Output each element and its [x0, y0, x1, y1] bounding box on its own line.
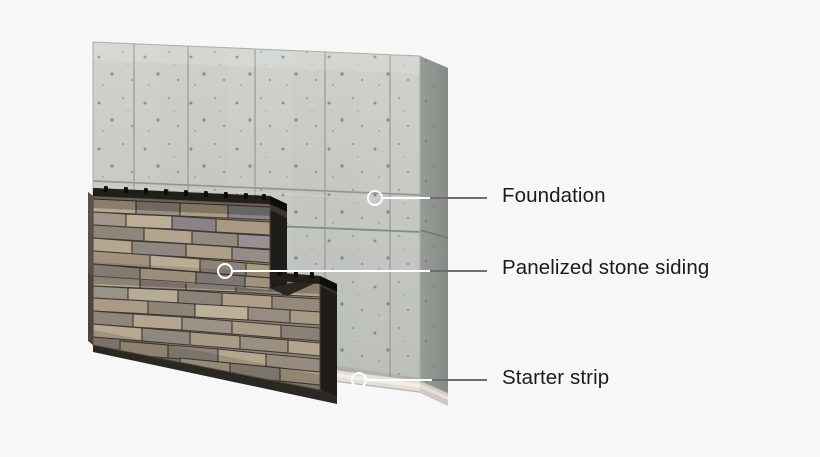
callout-label-panelized-stone-siding: Panelized stone siding	[502, 256, 710, 279]
callout-label-foundation: Foundation	[502, 184, 606, 207]
circle-marker-icon-siding	[217, 263, 233, 279]
circle-marker-icon-starter-strip	[351, 372, 367, 388]
callout-markers	[217, 190, 383, 388]
callout-label-starter-strip: Starter strip	[502, 366, 610, 389]
starter-strip-toothed-lower	[270, 270, 337, 292]
stone-left-cut-edge	[88, 192, 93, 345]
circle-marker-icon-foundation	[367, 190, 383, 206]
callout-leaders	[232, 197, 487, 381]
starter-strip-toothed-upper	[93, 186, 287, 212]
